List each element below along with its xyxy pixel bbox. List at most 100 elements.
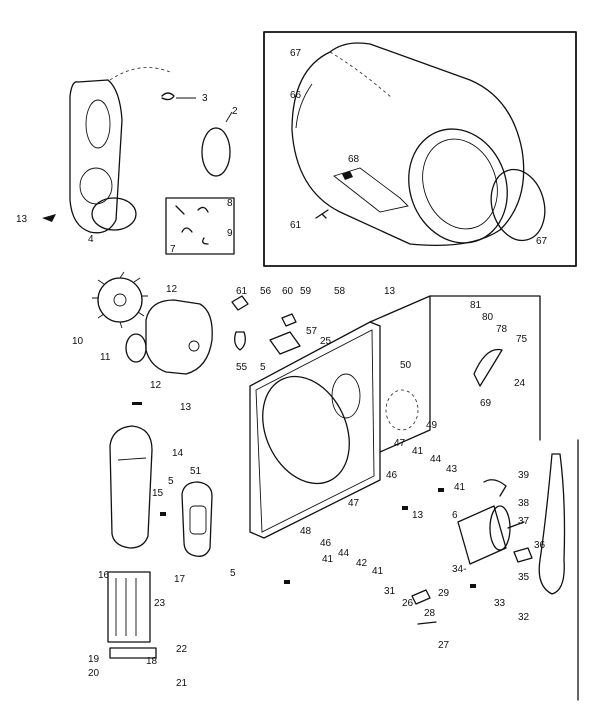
part-label-31: 31 — [384, 586, 396, 597]
part-label-10: 10 — [72, 336, 84, 347]
thermostat-part — [473, 348, 503, 387]
part-label-5: 5 — [168, 476, 174, 487]
rear-panel — [249, 295, 431, 539]
blower-wheel — [97, 277, 143, 323]
part-label-50: 50 — [400, 360, 412, 371]
part-label-32: 32 — [518, 612, 530, 623]
bulkhead-wire — [109, 67, 171, 81]
part-label-11: 11 — [100, 352, 111, 363]
part-label-12: 12 — [150, 380, 162, 391]
drum-seal-ring — [490, 168, 546, 242]
part-label-48: 48 — [300, 526, 312, 537]
blower-housing — [145, 299, 213, 375]
part-label-49: 49 — [426, 420, 438, 431]
part-label-55: 55 — [236, 362, 248, 373]
switch-bracket — [281, 313, 297, 327]
timer-window — [189, 505, 207, 535]
part-label-56: 56 — [260, 286, 272, 297]
part-label-47: 47 — [348, 498, 360, 509]
part-label-66: 66 — [290, 90, 302, 101]
front-bulkhead-assembly — [69, 67, 171, 234]
part-label-78: 78 — [496, 324, 508, 335]
drum-screw — [315, 209, 329, 219]
lamp-holder — [231, 295, 249, 311]
motor-end — [489, 505, 511, 551]
drum-rib — [295, 83, 313, 129]
part-label-57: 57 — [306, 326, 318, 337]
part-label-18: 18 — [146, 656, 158, 667]
part-label-26: 26 — [402, 598, 414, 609]
motor-assembly — [457, 479, 525, 565]
part-label-33: 33 — [494, 598, 506, 609]
hardware-parts — [175, 205, 209, 245]
part-label-75: 75 — [516, 334, 528, 345]
idler-pulley — [513, 547, 533, 563]
part-label-4: 4 — [88, 234, 94, 245]
drum-inset — [263, 31, 577, 267]
part-label-22: 22 — [176, 644, 188, 655]
part-label-21: 21 — [176, 678, 188, 689]
part-label-2: 2 — [232, 106, 238, 117]
part-label-17: 17 — [174, 574, 186, 585]
idler-arm — [411, 589, 437, 625]
part-label-7: 7 — [170, 244, 176, 255]
drum-opening-inner — [422, 138, 498, 230]
part-label-41: 41 — [372, 566, 384, 577]
blower-bolt — [188, 340, 200, 352]
rear-panel-inner — [255, 329, 375, 533]
part-label-39: 39 — [518, 470, 530, 481]
part-label-36: 36 — [534, 540, 546, 551]
rear-panel-flange — [369, 295, 431, 453]
rear-panel-opening — [262, 375, 350, 485]
blower-fins — [92, 271, 148, 329]
part-label-35: 35 — [518, 572, 530, 583]
timer-cover-51 — [181, 481, 213, 557]
arrow-13a — [42, 214, 56, 222]
part-label-3: 3 — [202, 93, 208, 104]
part-label-58: 58 — [334, 286, 346, 297]
part-label-24: 24 — [514, 378, 526, 389]
part-label-25: 25 — [320, 336, 332, 347]
part-label-68: 68 — [348, 154, 360, 165]
part-label-6: 6 — [452, 510, 458, 521]
console-inner — [117, 457, 147, 461]
motor-shaft — [507, 521, 525, 529]
part-label-42: 42 — [356, 558, 368, 569]
part-label-14: 14 — [172, 448, 184, 459]
part-label-34: 34- — [452, 564, 466, 575]
part-label-61: 61 — [236, 286, 248, 297]
terminal-block — [107, 571, 151, 643]
part-labels: 3 2 13 4 8 9 7 67 66 68 61 67 12 10 11 1… — [16, 48, 548, 689]
part-label-23: 23 — [154, 598, 166, 609]
part-label-43: 43 — [446, 464, 458, 475]
part-label-46: 46 — [320, 538, 332, 549]
drive-belt — [538, 453, 566, 595]
terminal-base — [109, 647, 157, 659]
blower-assembly — [92, 271, 213, 375]
blower-outlet — [125, 333, 147, 363]
motor-mount — [483, 479, 507, 497]
part-label-5: 5 — [260, 362, 266, 373]
part-label-9: 9 — [227, 228, 233, 239]
blower-hub — [113, 293, 127, 307]
heater-plate — [385, 389, 419, 431]
screw-marks — [132, 402, 476, 588]
lamp-bulb — [234, 331, 246, 351]
part-label-69: 69 — [480, 398, 492, 409]
part-label-67: 67 — [536, 236, 548, 247]
part-label-46: 46 — [386, 470, 398, 481]
part-label-80: 80 — [482, 312, 494, 323]
part-label-13: 13 — [16, 214, 28, 225]
part-label-59: 59 — [300, 286, 312, 297]
drum-inset-frame — [263, 31, 577, 267]
part-label-41: 41 — [412, 446, 424, 457]
part-label-67: 67 — [290, 48, 302, 59]
hardware-box — [165, 197, 235, 255]
part-label-12: 12 — [166, 284, 178, 295]
part-label-61: 61 — [290, 220, 302, 231]
part-label-20: 20 — [88, 668, 100, 679]
drum-opening-outer — [408, 128, 508, 244]
part-label-13: 13 — [180, 402, 192, 413]
